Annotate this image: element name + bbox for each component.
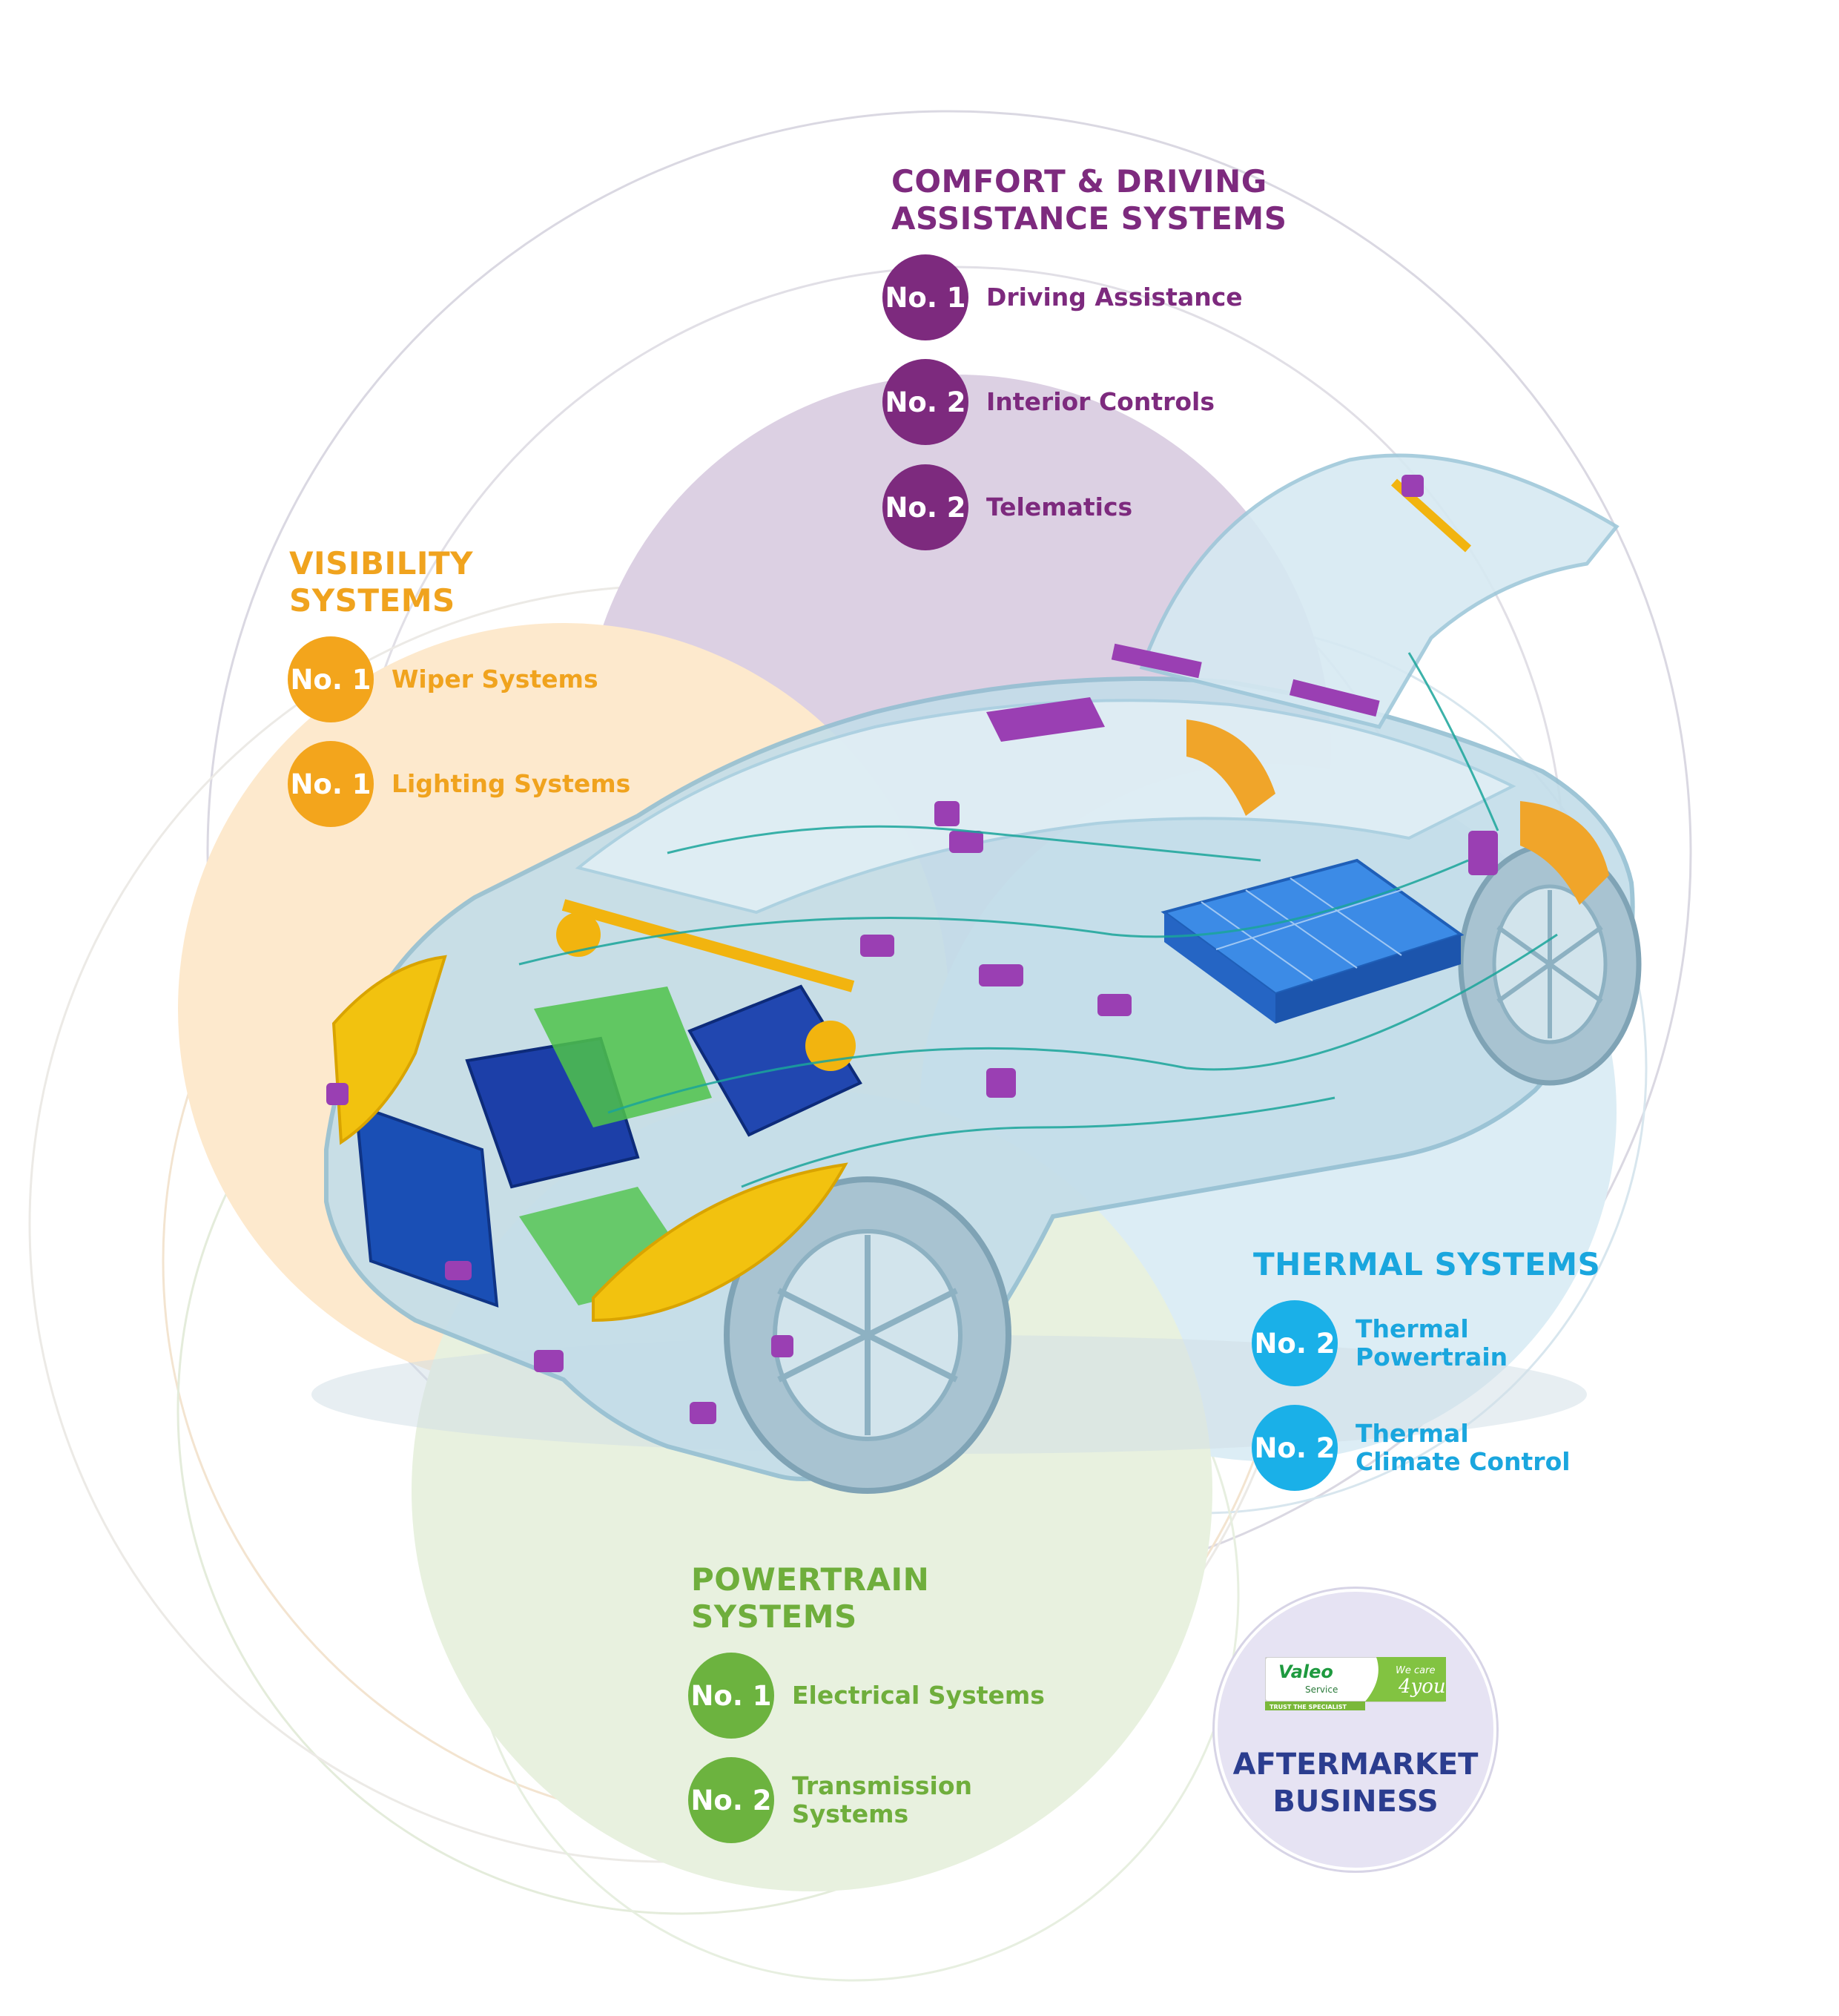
item-label: Lighting Systems bbox=[392, 769, 631, 798]
wiring-harness bbox=[518, 652, 1558, 1188]
logo-brand: Valeo bbox=[1278, 1661, 1333, 1682]
visibility-item-wiper: No. 1 Wiper Systems bbox=[288, 636, 598, 722]
aftermarket-badge: Valeo Service TRUST THE SPECIALIST We ca… bbox=[1215, 1589, 1496, 1871]
wiper-arm bbox=[561, 899, 855, 992]
comfort-heading: COMFORT & DRIVING ASSISTANCE SYSTEMS bbox=[891, 163, 1287, 237]
rank-badge: No. 2 bbox=[1252, 1405, 1338, 1491]
visibility-item-lighting: No. 1 Lighting Systems bbox=[288, 741, 630, 827]
item-label: Electrical Systems bbox=[792, 1681, 1045, 1710]
item-label: Driving Assistance bbox=[986, 283, 1243, 312]
comfort-item-interior-controls: No. 2 Interior Controls bbox=[882, 359, 1215, 445]
rank-badge: No. 1 bbox=[288, 741, 374, 827]
logo-sub: Service bbox=[1305, 1684, 1338, 1695]
item-label: Interior Controls bbox=[986, 387, 1215, 416]
item-label: Thermal Climate Control bbox=[1356, 1419, 1571, 1476]
rank-badge: No. 2 bbox=[1252, 1300, 1338, 1386]
thermal-item-powertrain: No. 2 Thermal Powertrain bbox=[1252, 1300, 1508, 1386]
rank-badge: No. 2 bbox=[882, 464, 968, 550]
rank-badge: No. 2 bbox=[688, 1757, 774, 1843]
purple-components bbox=[326, 475, 1498, 1424]
aftermarket-title: AFTERMARKET BUSINESS bbox=[1232, 1747, 1479, 1819]
powertrain-item-transmission: No. 2 Transmission Systems bbox=[688, 1757, 972, 1843]
rank-badge: No. 1 bbox=[688, 1653, 774, 1739]
car-cabin bbox=[575, 699, 1516, 915]
rank-badge: No. 1 bbox=[288, 636, 374, 722]
aftermarket-circle bbox=[1215, 1589, 1496, 1871]
front-wheel bbox=[724, 1176, 1011, 1494]
comfort-item-telematics: No. 2 Telematics bbox=[882, 464, 1132, 550]
visibility-heading: VISIBILITY SYSTEMS bbox=[289, 545, 474, 619]
car-illustration bbox=[311, 453, 1642, 1494]
headlight-right bbox=[592, 1162, 848, 1322]
comfort-item-driving-assistance: No. 1 Driving Assistance bbox=[882, 254, 1243, 340]
car-tailgate bbox=[1139, 453, 1620, 729]
logo-tagline: TRUST THE SPECIALIST bbox=[1270, 1704, 1347, 1710]
powertrain-item-electrical: No. 1 Electrical Systems bbox=[688, 1653, 1045, 1739]
rank-badge: No. 1 bbox=[882, 254, 968, 340]
radiator bbox=[354, 1103, 499, 1308]
electrical-unit bbox=[534, 986, 712, 1127]
arch-liner-rear bbox=[1520, 801, 1609, 905]
logo-slogan-top: We care bbox=[1396, 1665, 1435, 1676]
thermal-heading: THERMAL SYSTEMS bbox=[1253, 1246, 1601, 1282]
hvac-unit bbox=[687, 984, 862, 1137]
headlight-left bbox=[331, 955, 447, 1145]
item-label: Transmission Systems bbox=[792, 1771, 973, 1828]
battery-pack bbox=[1160, 858, 1465, 1024]
item-label: Telematics bbox=[986, 493, 1133, 521]
item-label: Thermal Powertrain bbox=[1356, 1314, 1508, 1371]
powertrain-heading: POWERTRAIN SYSTEMS bbox=[691, 1561, 930, 1635]
rank-badge: No. 2 bbox=[882, 359, 968, 445]
thermal-item-climate-control: No. 2 Thermal Climate Control bbox=[1252, 1405, 1571, 1491]
item-label: Wiper Systems bbox=[392, 665, 598, 694]
logo-slogan-bottom: 4you bbox=[1398, 1676, 1446, 1698]
rear-wheel bbox=[1458, 843, 1642, 1086]
valeo-service-logo: Valeo Service TRUST THE SPECIALIST We ca… bbox=[1265, 1657, 1446, 1710]
